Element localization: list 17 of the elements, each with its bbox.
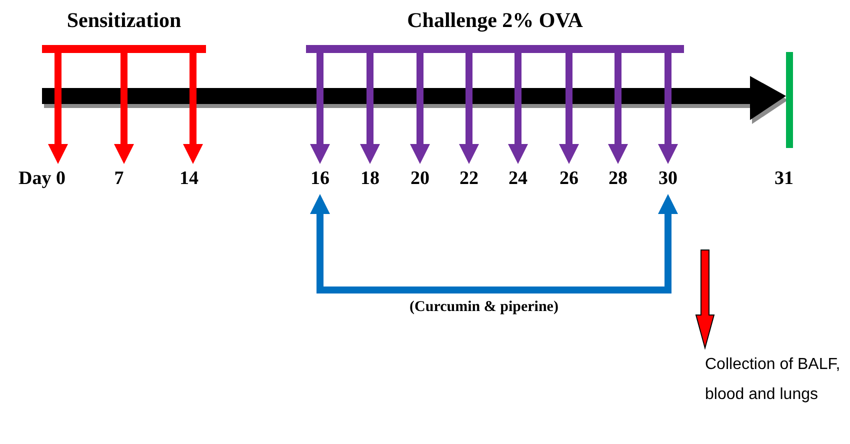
day-label: 24 [508, 168, 528, 190]
day-label: 28 [608, 168, 628, 190]
day-label: 18 [360, 168, 380, 190]
day-label: 7 [114, 168, 124, 190]
day-label: 31 [774, 168, 794, 190]
day-label: 30 [658, 168, 678, 190]
day-label: 20 [410, 168, 430, 190]
phase-heading: Challenge 2% OVA [306, 8, 684, 53]
edge-label: (Curcumin & piperine) [408, 299, 560, 316]
day-label: 26 [560, 168, 578, 190]
phase-heading: Sensitization [42, 8, 206, 53]
day-label: 22 [460, 168, 478, 190]
day-label: 14 [180, 168, 198, 190]
day-label: Day 0 [18, 168, 66, 190]
collection-note: Collection of BALF, blood and lungs [705, 350, 841, 410]
collection-arrow [695, 250, 715, 350]
day-label: 16 [310, 168, 330, 190]
